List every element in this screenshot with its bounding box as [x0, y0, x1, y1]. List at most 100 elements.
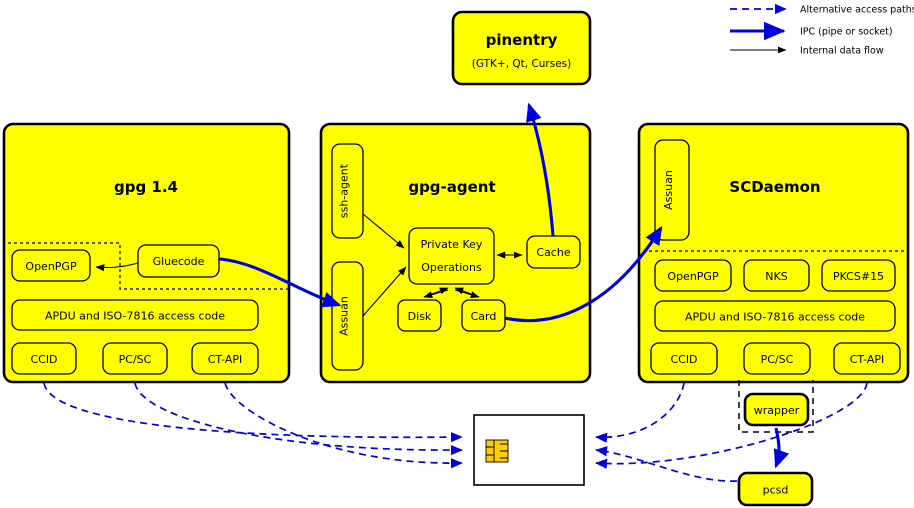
private-key-label-1: Private Key [421, 238, 483, 251]
pinentry-rect [451, 10, 592, 86]
gpg-agent-assuan-label: Assuan [338, 296, 351, 336]
gpg-gluecode-rect [137, 244, 220, 278]
scdaemon-ccid-rect [650, 342, 718, 375]
ipc-wrapper-to-pcsd [773, 427, 790, 469]
scdaemon-pkcs15-rect [821, 259, 896, 292]
scdaemon-ccid-label: CCID [670, 353, 697, 366]
scdaemon-box[interactable]: SCDaemon Assuan OpenPGP NKS PKCS#15 APDU… [637, 122, 910, 384]
legend-item-ipc: IPC (pipe or socket) [730, 21, 893, 41]
gpg-agent-card-box[interactable]: Card [461, 299, 506, 332]
pcsd-box[interactable]: pcsd [737, 471, 814, 507]
pcsd-rect [737, 471, 814, 507]
ipc-gpg-agent-card-to-scdaemon-assuan [504, 225, 663, 323]
scdaemon-pkcs15-label: PKCS#15 [833, 270, 884, 283]
gpg-apdu-rect [11, 299, 259, 331]
scdaemon-driver-ctapi[interactable]: CT-API [833, 342, 901, 375]
gpg-agent-title: gpg-agent [408, 178, 495, 196]
gpg-dotted-divider [8, 242, 289, 290]
legend-label-flow: Internal data flow [800, 46, 884, 57]
scdaemon-app-nks[interactable]: NKS [743, 259, 810, 292]
scdaemon-apdu-label: APDU and ISO-7816 access code [685, 311, 865, 324]
legend-label-ipc: IPC (pipe or socket) [800, 27, 893, 38]
gpg-agent-assuan-box[interactable]: Assuan [331, 261, 364, 371]
scdaemon-apdu-box[interactable]: APDU and ISO-7816 access code [654, 300, 896, 332]
wrapper-label: wrapper [754, 404, 800, 417]
card-rect [461, 299, 506, 332]
scdaemon-ctapi-rect [833, 342, 901, 375]
disk-label: Disk [408, 310, 432, 323]
smartcard[interactable] [473, 414, 585, 486]
gpg-gluecode-box[interactable]: Gluecode [137, 244, 220, 278]
gpg-gluecode-label: Gluecode [153, 255, 205, 268]
flow-gluecode-to-openpgp [95, 262, 139, 272]
legend-item-alternative-access-paths: Alternative access paths [730, 3, 914, 16]
gpg-agent-disk-box[interactable]: Disk [397, 299, 442, 332]
gpg-pcsc-label: PC/SC [119, 353, 152, 366]
gpg-ctapi-rect [191, 342, 259, 375]
scdaemon-pcsc-rect [743, 342, 811, 375]
legend-label-alt: Alternative access paths [800, 5, 914, 16]
gpg-box[interactable]: gpg 1.4 OpenPGP Gluecode APDU and ISO-78… [2, 122, 291, 384]
gpg-driver-ccid[interactable]: CCID [11, 342, 77, 375]
disk-rect [397, 299, 442, 332]
alt-gpg-ctapi-to-smartcard [224, 382, 463, 469]
ssh-agent-label: ssh-agent [338, 163, 351, 218]
alt-scdaemon-ccid-to-smartcard [595, 382, 685, 443]
alt-scdaemon-ctapi-to-smartcard [595, 382, 868, 469]
alt-gpg-pcsc-to-smartcard [134, 382, 463, 456]
alt-gpg-ccid-to-smartcard [43, 382, 463, 443]
scdaemon-nks-rect [743, 259, 810, 292]
wrapper-group[interactable]: wrapper [738, 380, 814, 433]
scdaemon-title: SCDaemon [729, 178, 820, 196]
gpg-openpgp-rect [11, 249, 91, 282]
private-key-rect [408, 227, 495, 285]
gpg-agent-box[interactable]: gpg-agent ssh-agent Assuan Private Key O… [319, 122, 592, 384]
private-key-operations-box[interactable]: Private Key Operations [408, 227, 495, 285]
cache-rect [526, 235, 581, 269]
cache-label: Cache [536, 246, 570, 259]
scdaemon-assuan-box[interactable]: Assuan [654, 139, 690, 241]
flow-assuan-to-private-key [362, 266, 407, 317]
scdaemon-openpgp-rect [654, 259, 732, 292]
scdaemon-assuan-rect [654, 139, 690, 241]
card-label: Card [471, 310, 497, 323]
scdaemon-app-openpgp[interactable]: OpenPGP [654, 259, 732, 292]
gpg-apdu-box[interactable]: APDU and ISO-7816 access code [11, 299, 259, 331]
gpg-driver-pcsc[interactable]: PC/SC [102, 342, 168, 375]
pcsd-label: pcsd [763, 484, 789, 497]
gpg-pcsc-rect [102, 342, 168, 375]
pinentry-box[interactable]: pinentry (GTK+, Qt, Curses) [451, 10, 592, 86]
flow-disk-to-private-key [423, 287, 449, 298]
wrapper-rect [743, 392, 810, 427]
scdaemon-driver-ccid[interactable]: CCID [650, 342, 718, 375]
gpg-apdu-label: APDU and ISO-7816 access code [45, 310, 225, 323]
pinentry-title: pinentry [486, 31, 558, 49]
gpg-agent-ssh-agent-box[interactable]: ssh-agent [331, 143, 364, 239]
scdaemon-openpgp-label: OpenPGP [667, 270, 719, 283]
gpg-ccid-rect [11, 342, 77, 375]
private-key-label-2: Operations [421, 261, 482, 274]
alt-pcsd-to-smartcard [595, 446, 738, 482]
flow-ssh-agent-to-private-key [362, 213, 405, 249]
scdaemon-nks-label: NKS [765, 270, 787, 283]
gpg-title: gpg 1.4 [114, 178, 178, 196]
gpg-openpgp-box[interactable]: OpenPGP [11, 249, 91, 282]
ipc-gpg-agent-to-pinentry [526, 102, 555, 237]
gpg-openpgp-label: OpenPGP [25, 260, 77, 273]
gpg-agent-cache-box[interactable]: Cache [526, 235, 581, 269]
scdaemon-app-pkcs15[interactable]: PKCS#15 [821, 259, 896, 292]
scdaemon-assuan-label: Assuan [662, 170, 675, 210]
flow-card-to-private-key [454, 287, 480, 298]
gpg-ctapi-label: CT-API [208, 353, 243, 366]
ipc-gluecode-to-gpg-agent-assuan [218, 257, 342, 308]
legend-item-internal-data-flow: Internal data flow [730, 46, 884, 57]
scdaemon-pcsc-label: PC/SC [761, 353, 794, 366]
scdaemon-driver-pcsc[interactable]: PC/SC [743, 342, 811, 375]
smartcard-chip-icon [485, 439, 509, 463]
scdaemon-ctapi-label: CT-API [850, 353, 885, 366]
ssh-agent-rect [331, 143, 364, 239]
legend: Alternative access paths IPC (pipe or so… [730, 3, 914, 57]
pinentry-subtitle: (GTK+, Qt, Curses) [472, 58, 572, 70]
gpg-driver-ctapi[interactable]: CT-API [191, 342, 259, 375]
